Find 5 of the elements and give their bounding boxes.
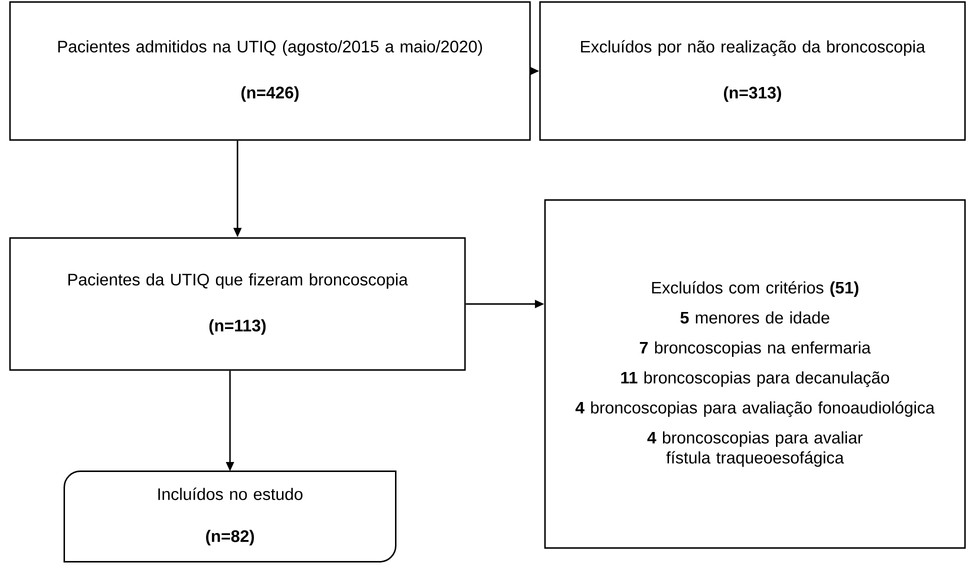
- process-box: Excluídos por não realização da broncoscopia (n=313): [539, 1, 966, 141]
- process-box: Incluídos no estudo (n=82): [64, 470, 396, 562]
- process-box: Pacientes admitidos na UTIQ (agosto/2015 a maio/2020) (n=426): [9, 1, 531, 141]
- process-box: Pacientes da UTIQ que fizeram broncoscopia (n=113): [9, 237, 466, 371]
- process-box: Excluídos com critérios (51) 5 menores de idade 7 broncoscopias na enfermaria 11 broncoscopias para decanulação 4 broncoscopias para avaliação fonoaudiológica 4 broncoscopias para avaliar fístula traqueoesofágica: [544, 199, 966, 549]
